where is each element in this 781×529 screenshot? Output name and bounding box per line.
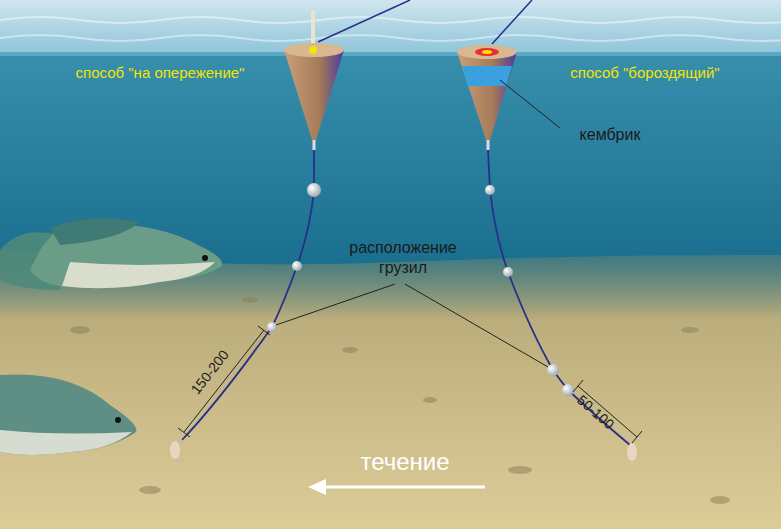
dimension-label: 50-100 [574, 392, 617, 433]
method-label: способ "бороздящий" [570, 64, 719, 81]
current-label: течение [360, 448, 449, 476]
dimension-label: 150-200 [188, 347, 232, 397]
method-label: способ "на опережение" [76, 64, 245, 81]
callout-label: расположение грузил [343, 238, 463, 278]
part-name: кембрик [580, 126, 641, 144]
